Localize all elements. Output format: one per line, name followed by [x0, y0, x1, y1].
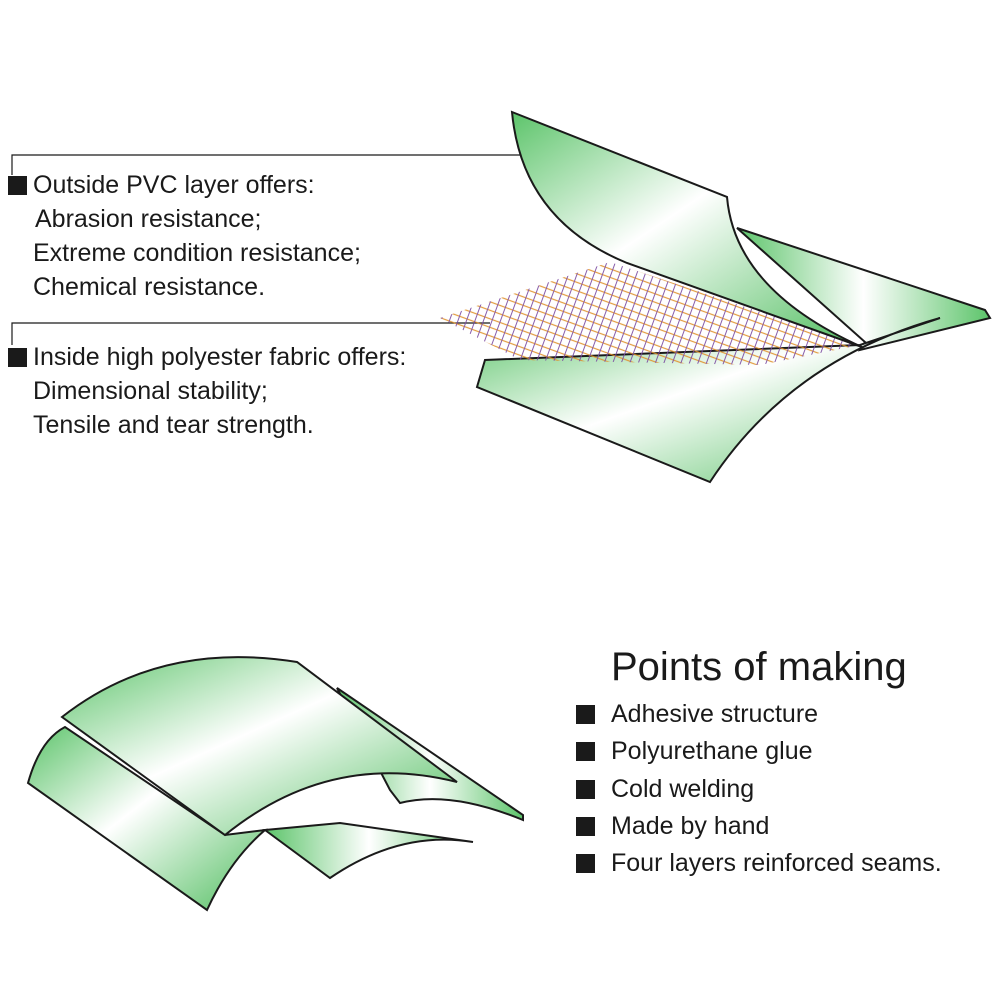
- outside-item: Extreme condition resistance;: [33, 239, 361, 267]
- point-text: Polyurethane glue: [611, 737, 813, 765]
- seam-layers-illustration: [26, 656, 524, 912]
- point-item: Cold welding: [576, 775, 754, 804]
- bullet-icon: [8, 348, 27, 367]
- point-item: Adhesive structure: [576, 700, 818, 729]
- outside-pvc-heading: Outside PVC layer offers:: [8, 168, 315, 202]
- leader-line-inside: [11, 322, 490, 345]
- point-item: Made by hand: [576, 812, 769, 841]
- bullet-icon: [8, 176, 27, 195]
- inside-fabric-heading: Inside high polyester fabric offers:: [8, 340, 406, 374]
- point-text: Made by hand: [611, 812, 770, 840]
- leader-line-outside: [11, 154, 555, 175]
- point-item: Polyurethane glue: [576, 737, 813, 766]
- bullet-icon: [576, 854, 595, 873]
- point-item: Four layers reinforced seams.: [576, 849, 942, 878]
- inside-heading-text: Inside high polyester fabric offers:: [33, 343, 407, 371]
- inside-item: Tensile and tear strength.: [33, 411, 314, 439]
- bullet-icon: [576, 780, 595, 799]
- bullet-icon: [576, 705, 595, 724]
- bullet-icon: [576, 742, 595, 761]
- bullet-icon: [576, 817, 595, 836]
- outside-heading-text: Outside PVC layer offers:: [33, 171, 315, 199]
- outside-item: Abrasion resistance;: [35, 205, 262, 233]
- point-text: Cold welding: [611, 775, 755, 803]
- inside-item: Dimensional stability;: [33, 377, 268, 405]
- pvc-fabric-layers-illustration: [440, 110, 992, 484]
- outside-item: Chemical resistance.: [33, 273, 266, 301]
- point-text: Adhesive structure: [611, 700, 819, 728]
- points-of-making-title: Points of making: [611, 645, 907, 689]
- point-text: Four layers reinforced seams.: [611, 849, 942, 877]
